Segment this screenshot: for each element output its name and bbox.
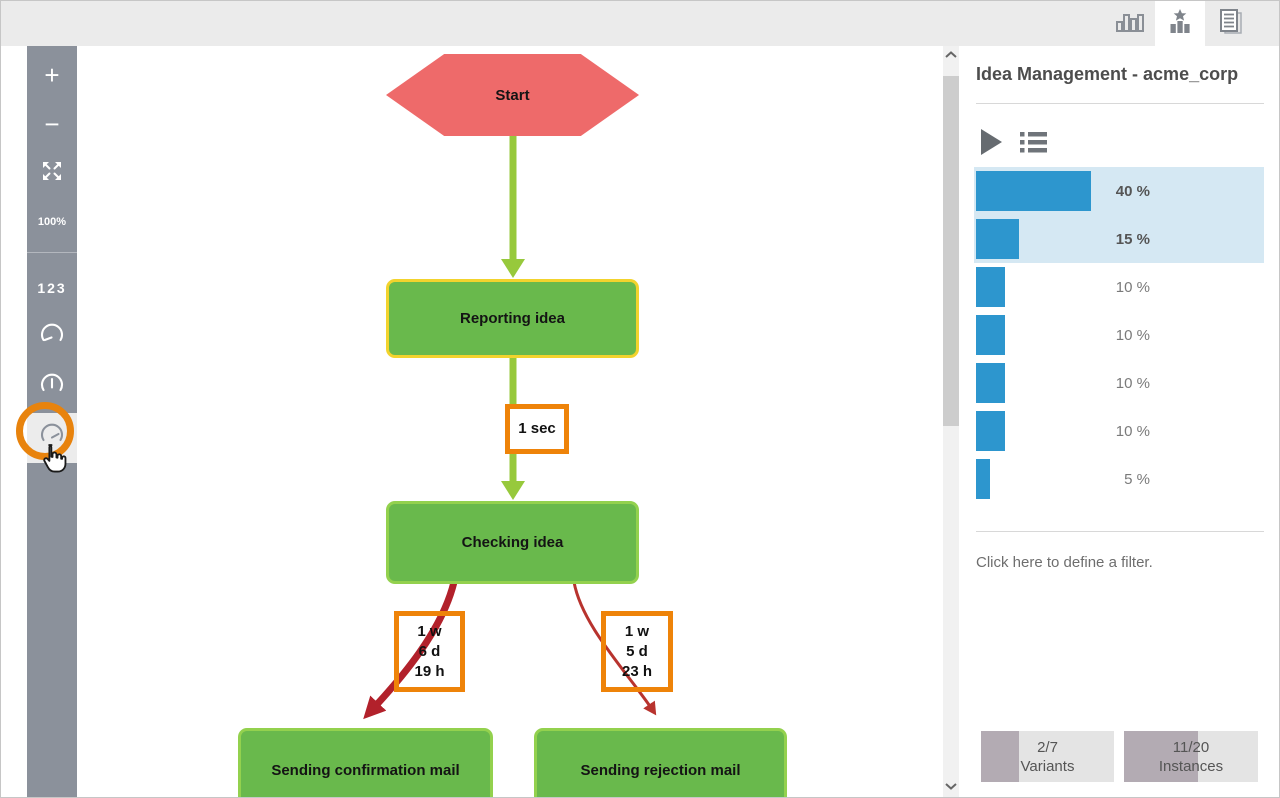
variant-explorer-panel: Idea Management - acme_corp 40 % 15 % 10… — [959, 46, 1279, 797]
duration-text: 5 d — [626, 642, 648, 660]
gauge-high-button[interactable] — [27, 413, 77, 463]
variants-stat[interactable]: 2/7 Variants — [981, 731, 1114, 782]
variant-bar — [976, 267, 1005, 307]
canvas-scrollbar[interactable] — [943, 46, 959, 797]
node-reporting-idea[interactable]: Reporting idea — [386, 279, 639, 358]
bar-chart-icon — [1115, 9, 1145, 38]
play-button[interactable] — [981, 129, 1002, 155]
variant-bar — [976, 171, 1091, 211]
instances-label: Instances — [1158, 757, 1224, 775]
edge-checking-to-rejection — [572, 581, 657, 716]
variant-pct-label: 10 % — [1115, 278, 1150, 296]
variant-row[interactable]: 10 % — [974, 311, 1264, 359]
instances-count: 11/20 — [1172, 738, 1210, 756]
variant-row[interactable]: 10 % — [974, 407, 1264, 455]
scroll-down-button[interactable] — [943, 778, 959, 795]
variant-pct-label: 5 % — [1124, 470, 1150, 488]
list-icon[interactable] — [1020, 131, 1047, 154]
node-sending-rejection-mail[interactable]: Sending rejection mail — [534, 728, 787, 797]
zoom-out-label: − — [44, 109, 60, 139]
variant-pct-label: 10 % — [1115, 422, 1150, 440]
node-sending-confirmation-mail[interactable]: Sending confirmation mail — [238, 728, 493, 797]
node-checking-idea[interactable]: Checking idea — [386, 501, 639, 584]
tab-document-view[interactable] — [1205, 1, 1255, 46]
process-canvas[interactable]: Start Reporting idea Checking idea Sendi… — [77, 46, 959, 797]
topbar — [1, 1, 1279, 46]
variant-bar — [976, 363, 1005, 403]
variant-pct-label: 40 % — [1115, 182, 1150, 200]
tab-bar-chart-view[interactable] — [1105, 1, 1155, 46]
variant-bar — [976, 459, 991, 499]
duration-text: 23 h — [621, 662, 652, 680]
duration-label-1sec: 1 sec — [505, 404, 569, 454]
node-sending-confirmation-mail-label: Sending confirmation mail — [271, 761, 460, 779]
tab-variant-explorer-view[interactable] — [1155, 1, 1205, 46]
zoom-level-label: 100% — [37, 216, 67, 228]
zoom-level-indicator[interactable]: 100% — [27, 212, 77, 232]
star-chart-icon — [1167, 8, 1193, 40]
panel-title: Idea Management - acme_corp — [976, 64, 1239, 84]
node-start-label: Start — [495, 86, 530, 104]
edge-checking-to-confirmation — [363, 581, 458, 720]
variant-row[interactable]: 10 % — [974, 263, 1264, 311]
node-start[interactable]: Start — [386, 54, 639, 136]
variant-bar — [976, 315, 1005, 355]
variant-row[interactable]: 40 % — [974, 167, 1264, 215]
gauge-up-icon — [38, 373, 66, 404]
fit-to-screen-button[interactable] — [27, 158, 77, 188]
variants-label: Variants — [1020, 757, 1075, 775]
zoom-out-button[interactable]: − — [27, 109, 77, 139]
scroll-up-button[interactable] — [943, 46, 959, 63]
show-numbers-button[interactable]: 123 — [27, 278, 77, 298]
canvas-toolbar: + − 100% 123 — [16, 46, 77, 797]
variant-list: 40 % 15 % 10 % 10 % 10 % 10 % 5 % — [974, 167, 1264, 503]
instances-stat-fill — [1124, 731, 1198, 782]
duration-text: 1 sec — [518, 420, 556, 437]
duration-text: 1 w — [624, 622, 650, 640]
node-sending-rejection-mail-label: Sending rejection mail — [580, 761, 741, 779]
variant-row[interactable]: 10 % — [974, 359, 1264, 407]
expand-icon — [41, 160, 63, 187]
variant-pct-label: 15 % — [1115, 230, 1150, 248]
gauge-right-icon — [38, 423, 66, 454]
view-tabs — [1105, 1, 1255, 46]
gauge-low-button[interactable] — [27, 323, 77, 353]
duration-text: 6 d — [418, 642, 441, 660]
document-icon — [1217, 8, 1244, 40]
duration-label-confirmation: 1 w 6 d 19 h — [394, 611, 465, 692]
duration-label-rejection: 1 w 5 d 23 h — [601, 611, 673, 692]
node-checking-idea-label: Checking idea — [461, 534, 564, 551]
scrollbar-thumb[interactable] — [943, 76, 959, 426]
variants-stat-fill — [981, 731, 1020, 782]
node-reporting-idea-label: Reporting idea — [459, 310, 565, 327]
divider — [976, 103, 1264, 104]
variant-pct-label: 10 % — [1115, 374, 1150, 392]
duration-text: 19 h — [414, 662, 445, 680]
variants-count: 2/7 — [1037, 738, 1058, 756]
zoom-in-label: + — [44, 60, 60, 90]
toolbar-divider — [27, 252, 77, 253]
variant-row[interactable]: 5 % — [974, 455, 1264, 503]
duration-text: 1 w — [417, 622, 442, 640]
divider — [976, 531, 1264, 532]
instances-stat[interactable]: 11/20 Instances — [1124, 731, 1258, 782]
edge-layer — [363, 134, 657, 720]
gauge-left-icon — [38, 323, 66, 354]
variant-pct-label: 10 % — [1115, 326, 1150, 344]
gauge-mid-button[interactable] — [27, 373, 77, 403]
variant-bar — [976, 411, 1005, 451]
numbers-label: 123 — [37, 280, 67, 296]
define-filter-link[interactable]: Click here to define a filter. — [976, 554, 1153, 571]
variant-bar — [976, 219, 1020, 259]
variant-row[interactable]: 15 % — [974, 215, 1264, 263]
zoom-in-button[interactable]: + — [27, 60, 77, 90]
